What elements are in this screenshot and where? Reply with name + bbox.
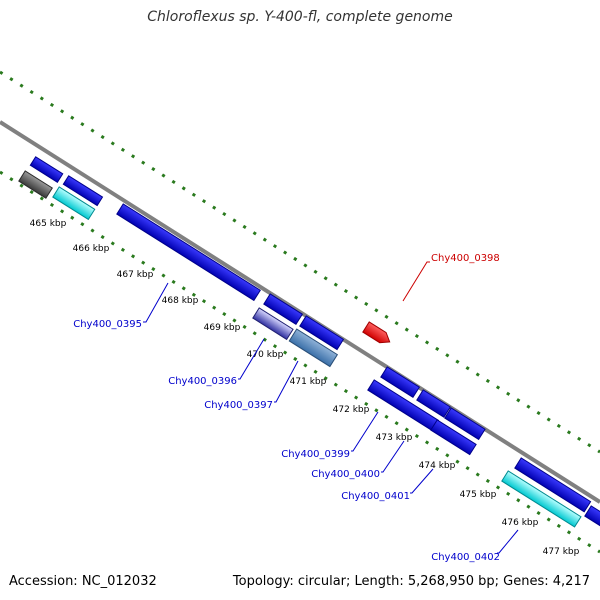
gene-label-leaders: [143, 261, 519, 554]
leader-line: [402, 261, 430, 302]
gene-box[interactable]: [380, 366, 421, 399]
gene-box[interactable]: [501, 470, 582, 528]
kbp-tick-label: 473 kbp: [376, 433, 413, 443]
gene-box[interactable]: [584, 505, 600, 528]
gene-label-chy400-0401[interactable]: Chy400_0401: [341, 491, 410, 502]
kbp-scale: 465 kbp 466 kbp 467 kbp 468 kbp 469 kbp …: [30, 219, 580, 557]
leader-line: [274, 360, 299, 403]
gene-box[interactable]: [444, 407, 486, 441]
leader-line: [381, 440, 405, 473]
outer-dotted-ring: [0, 70, 600, 454]
kbp-tick-label: 470 kbp: [247, 350, 284, 360]
gene-box[interactable]: [252, 307, 294, 341]
gene-box[interactable]: [299, 315, 345, 351]
gene-label-chy400-0402[interactable]: Chy400_0402: [431, 552, 500, 563]
kbp-tick-label: 468 kbp: [162, 296, 199, 306]
gene-box[interactable]: [514, 457, 592, 513]
leader-line: [410, 468, 434, 494]
gene-box[interactable]: [52, 186, 96, 221]
gene-box[interactable]: [62, 175, 104, 207]
leader-line: [351, 411, 379, 452]
gene-label-chy400-0398[interactable]: Chy400_0398: [431, 253, 500, 264]
kbp-tick-label: 477 kbp: [543, 547, 580, 557]
gene-box[interactable]: [29, 156, 64, 183]
highlighted-gene-arrow[interactable]: [362, 321, 393, 347]
gene-box[interactable]: [18, 170, 53, 199]
kbp-tick-label: 466 kbp: [73, 244, 110, 254]
gene-label-chy400-0396[interactable]: Chy400_0396: [168, 376, 237, 387]
kbp-tick-label: 467 kbp: [117, 270, 154, 280]
leader-line: [497, 529, 519, 554]
gene-label-chy400-0399[interactable]: Chy400_0399: [281, 449, 350, 460]
gene-label-chy400-0400[interactable]: Chy400_0400: [311, 469, 380, 480]
kbp-tick-label: 465 kbp: [30, 219, 67, 229]
kbp-tick-label: 471 kbp: [290, 377, 327, 387]
genome-backbone: [0, 120, 600, 504]
kbp-tick-label: 472 kbp: [333, 405, 370, 415]
gene-box[interactable]: [263, 293, 304, 326]
gene-box[interactable]: [430, 419, 477, 456]
gene-label-chy400-0397[interactable]: Chy400_0397: [204, 400, 273, 411]
genome-summary: Topology: circular; Length: 5,268,950 bp…: [232, 574, 590, 589]
gene-box[interactable]: [288, 328, 339, 368]
leader-line: [143, 282, 169, 323]
map-title: Chloroflexus sp. Y-400-fl, complete geno…: [147, 9, 453, 25]
kbp-tick-label: 476 kbp: [502, 518, 539, 528]
inner-dotted-ring: [0, 170, 600, 554]
leader-line: [238, 338, 265, 380]
gene-features: [18, 156, 600, 528]
gene-box[interactable]: [416, 389, 451, 418]
accession-label: Accession: NC_012032: [9, 574, 157, 589]
kbp-tick-label: 474 kbp: [419, 461, 456, 471]
kbp-tick-label: 469 kbp: [204, 323, 241, 333]
gene-label-chy400-0395[interactable]: Chy400_0395: [73, 319, 142, 330]
gene-labels: Chy400_0398 Chy400_0395 Chy400_0396 Chy4…: [73, 253, 500, 563]
gene-box[interactable]: [116, 203, 261, 302]
kbp-tick-label: 475 kbp: [460, 490, 497, 500]
